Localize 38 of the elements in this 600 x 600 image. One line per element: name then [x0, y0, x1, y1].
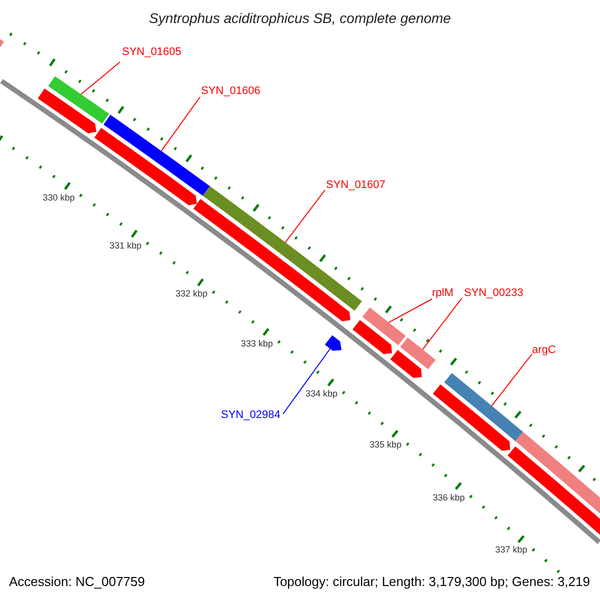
leader-line	[491, 354, 532, 406]
leader-line	[422, 298, 462, 350]
leader-line	[284, 190, 326, 243]
gene-bar	[48, 76, 110, 124]
gene-bar	[508, 446, 600, 537]
scale-label: 332 kbp	[175, 290, 208, 299]
gene-label: argC	[532, 345, 556, 356]
gene-label: rplM	[432, 288, 454, 299]
gene-label: SYN_00233	[464, 288, 524, 299]
scale-label: 333 kbp	[240, 339, 273, 348]
genome-info-text: Topology: circular; Length: 3,179,300 bp; Genes: 3,219	[273, 575, 590, 588]
leader-line	[80, 62, 120, 95]
gene-bar	[94, 128, 197, 206]
gene-bar	[400, 337, 436, 370]
scale-label: 331 kbp	[109, 241, 142, 250]
scale-label: 334 kbp	[306, 390, 338, 399]
gene-label: SYN_01606	[201, 86, 260, 97]
gene-bar	[362, 307, 406, 346]
gene-bar	[352, 320, 392, 354]
accession-text: Accession: NC_007759	[9, 575, 145, 588]
gene-label: SYN_02984	[221, 410, 280, 421]
gene-bar	[444, 373, 524, 442]
scale-label: 330 kbp	[42, 194, 75, 203]
gene-bar	[432, 384, 510, 451]
gene-label: SYN_01605	[122, 47, 182, 58]
gene-bar	[38, 88, 96, 134]
leader-line	[282, 348, 331, 414]
leader-line	[388, 298, 432, 323]
scale-label: 336 kbp	[432, 493, 465, 502]
gene-bar	[104, 114, 210, 196]
gene-bar	[193, 199, 350, 322]
gene-label: SYN_01607	[326, 180, 386, 191]
leader-line	[160, 96, 200, 152]
scale-label: 337 kbp	[495, 546, 528, 555]
gene-marker	[324, 335, 342, 351]
title: Syntrophus aciditrophicus SB, complete genome	[148, 11, 452, 25]
scale-label: 335 kbp	[369, 440, 402, 450]
gene-bar	[390, 350, 422, 378]
